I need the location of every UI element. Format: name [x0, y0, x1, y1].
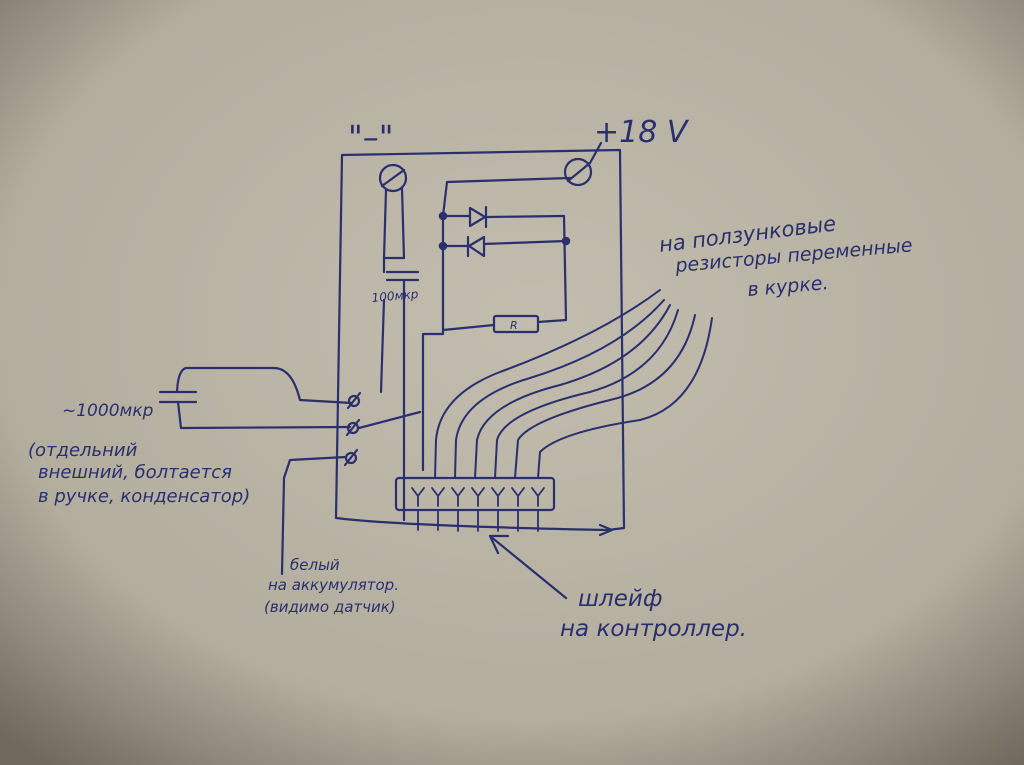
- plus-terminal-screw: [563, 157, 593, 187]
- positive-rail: [421, 176, 572, 472]
- minus-terminal-screw: [378, 163, 408, 193]
- connector-pins: [411, 487, 545, 507]
- slider-resistor-wires: [434, 289, 713, 479]
- resistor-left-lead: [441, 323, 496, 332]
- ribbon-note-line-2: на контроллер.: [560, 616, 747, 642]
- small-capacitor-symbol: [382, 256, 420, 302]
- big-capacitor-value: ~1000мкр: [62, 401, 154, 421]
- big-capacitor-note-line-3: в ручке, конденсатор): [38, 486, 250, 507]
- connector-leads-down: [417, 509, 539, 532]
- board-corner-arrow: [598, 523, 614, 537]
- white-battery-wire: [280, 455, 348, 576]
- diode-return-wire: [536, 214, 568, 324]
- resistor-label: R: [510, 319, 518, 332]
- white-wire-note-line-2: на аккумулятор.: [268, 576, 399, 594]
- ribbon-arrow: [488, 534, 568, 600]
- small-capacitor-label: 100мкр: [371, 287, 419, 305]
- big-capacitor-symbol: [158, 366, 354, 430]
- diode-upper: [441, 205, 566, 229]
- junction-dot-2: [438, 241, 448, 251]
- ribbon-note-line-1: шлейф: [578, 586, 663, 612]
- plus-terminal-lead: [588, 141, 603, 165]
- ground-wire-right: [400, 186, 406, 522]
- white-wire-note-line-3: (видимо датчик): [264, 598, 396, 616]
- big-capacitor-note-line-2: внешний, болтается: [38, 462, 232, 483]
- plus-18v-label: +18 V: [594, 115, 690, 150]
- ground-wire-left: [379, 188, 388, 394]
- junction-dot-1: [438, 211, 448, 221]
- minus-terminal-label: "–": [348, 118, 393, 156]
- big-capacitor-note-line-1: (отдельний: [28, 440, 138, 461]
- diode-lower: [441, 235, 568, 258]
- white-wire-note-line-1: белый: [290, 556, 340, 574]
- board-outline: [334, 148, 626, 532]
- terminal-screw-1: [346, 391, 362, 410]
- terminal-wire-2: [357, 410, 422, 430]
